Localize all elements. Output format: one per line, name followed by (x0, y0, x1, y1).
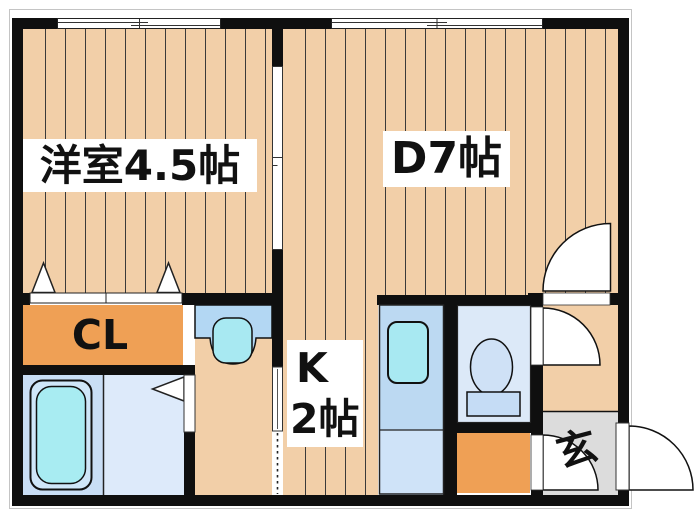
wall-bottom (12, 495, 629, 506)
changing-room-floor (104, 375, 184, 495)
shoe-cabinet (457, 433, 530, 493)
entrance-text: 玄 (551, 422, 603, 478)
dining-room-text: D7帖 (390, 133, 503, 184)
wall-hall-top-left (528, 293, 543, 305)
wall-toilet-bottom (443, 423, 543, 433)
wall-right-upper (618, 18, 629, 423)
wall-mid-upper (272, 29, 283, 66)
bathroom-floor (23, 375, 104, 495)
window-western-room (57, 18, 221, 29)
kitchen-text-line2: 2帖 (290, 394, 360, 443)
label-closet: CL (50, 312, 150, 358)
fridge-space-floor (380, 430, 443, 495)
front-door-arc (628, 425, 694, 491)
laundry-space-floor (380, 305, 443, 430)
kitchen-text-line1: K (296, 344, 328, 393)
wall-entrance-left (531, 433, 543, 495)
wall-washroom-top (195, 293, 283, 305)
label-kitchen: K 2帖 (287, 340, 363, 447)
wall-mid-lower (272, 250, 283, 367)
wall-closet-top-right (182, 293, 195, 305)
washroom-floor (195, 305, 272, 495)
wall-toilet-right-lower (531, 365, 543, 423)
closet-text: CL (71, 310, 129, 359)
wall-left (12, 18, 23, 506)
wall-closet-bottom (12, 365, 195, 375)
wall-closet-top-left (12, 293, 30, 305)
label-dining-room: D7帖 (383, 131, 510, 187)
wall-laundry-right (443, 295, 457, 495)
toilet-room-floor (457, 305, 531, 423)
plan-outline (9, 9, 632, 509)
western-room-text: 洋室4.5帖 (39, 140, 241, 190)
wall-top-left (12, 18, 57, 29)
wall-top-middle (221, 18, 331, 29)
wall-top-right (543, 18, 629, 29)
window-dining-room (331, 18, 543, 29)
room-western-floor (23, 29, 272, 293)
closet-area (23, 305, 183, 365)
wall-hall-top-right (610, 293, 629, 305)
wall-changing-right (184, 432, 195, 495)
label-western-room: 洋室4.5帖 (23, 139, 257, 192)
hallway-floor (543, 305, 618, 412)
